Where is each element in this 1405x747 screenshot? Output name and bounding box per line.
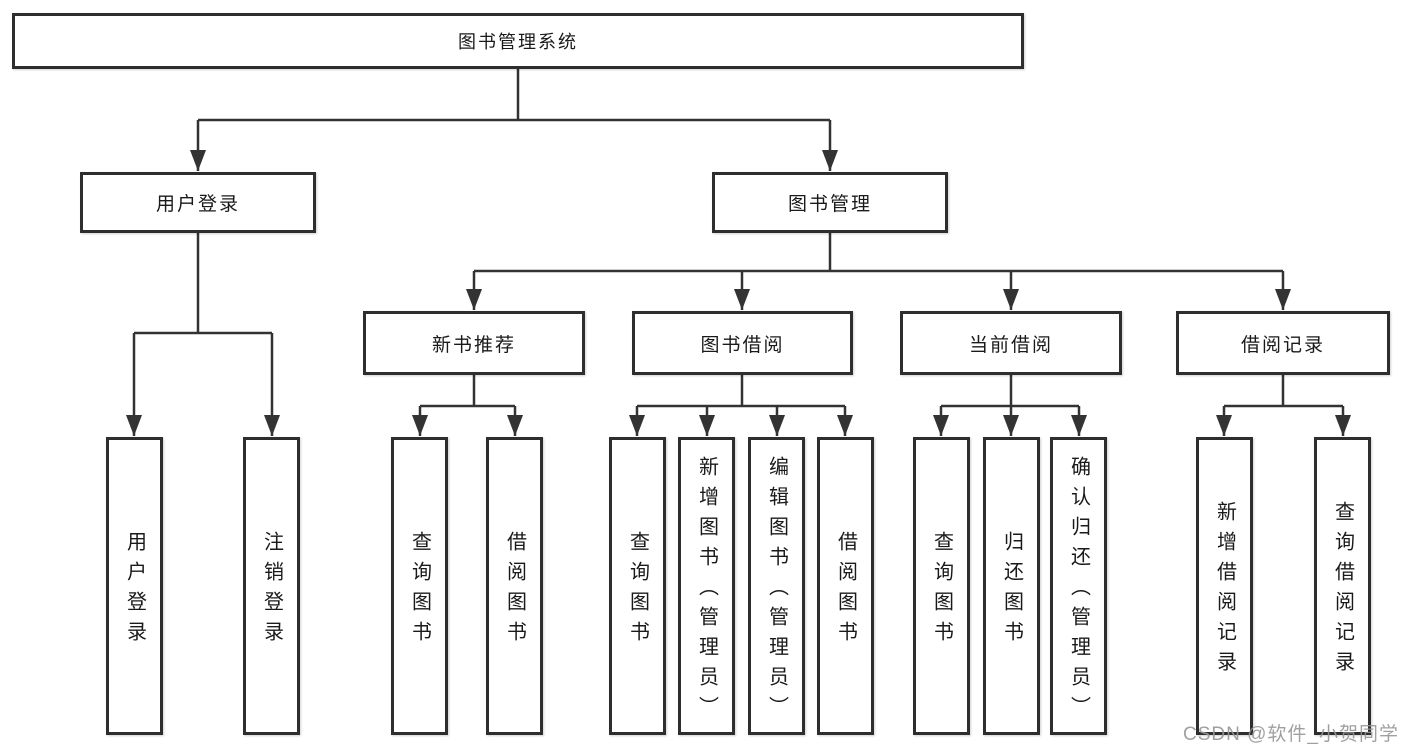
- node-new-book-recommendation: 新书推荐: [363, 311, 585, 375]
- leaf-borrow-books-recommend-label: 借阅图书: [503, 531, 526, 651]
- node-book-management-label: 图书管理: [787, 194, 872, 215]
- leaf-add-borrow-record-label: 新增借阅记录: [1213, 501, 1236, 681]
- leaf-add-books-admin: 新增图书（管理员）: [678, 437, 735, 735]
- leaf-query-books-recommend: 查询图书: [391, 437, 448, 735]
- node-user-login: 用户登录: [80, 172, 316, 233]
- node-borrowing-records: 借阅记录: [1176, 311, 1390, 375]
- leaf-query-books-current: 查询图书: [913, 437, 970, 735]
- leaf-query-books-recommend-label: 查询图书: [408, 531, 431, 651]
- leaf-borrow-books-label: 借阅图书: [834, 531, 857, 651]
- node-current-borrowing-label: 当前借阅: [968, 334, 1053, 356]
- leaf-query-borrow-record: 查询借阅记录: [1314, 437, 1371, 735]
- node-user-login-label: 用户登录: [155, 194, 240, 215]
- leaf-query-borrow-record-label: 查询借阅记录: [1331, 501, 1354, 681]
- node-book-borrowing-label: 图书借阅: [700, 334, 785, 356]
- leaf-query-books-current-label: 查询图书: [930, 531, 953, 651]
- node-current-borrowing: 当前借阅: [900, 311, 1122, 375]
- connector-root-bar: [198, 69, 830, 122]
- leaf-query-books-borrowing: 查询图书: [609, 437, 666, 735]
- node-borrowing-records-label: 借阅记录: [1240, 334, 1325, 356]
- leaf-borrow-books: 借阅图书: [817, 437, 874, 735]
- node-book-management: 图书管理: [712, 172, 948, 233]
- node-book-borrowing: 图书借阅: [632, 311, 853, 375]
- leaf-logout-label: 注销登录: [260, 531, 283, 651]
- leaf-borrow-books-recommend: 借阅图书: [486, 437, 543, 735]
- leaf-return-books-label: 归还图书: [1000, 531, 1023, 651]
- leaf-add-books-admin-label: 新增图书（管理员）: [695, 456, 718, 726]
- leaf-edit-books-admin-label: 编辑图书（管理员）: [765, 456, 788, 726]
- node-root: 图书管理系统: [12, 13, 1024, 69]
- leaf-edit-books-admin: 编辑图书（管理员）: [748, 437, 805, 735]
- leaf-add-borrow-record: 新增借阅记录: [1196, 437, 1253, 735]
- connector-login-bar: [134, 233, 272, 335]
- watermark-text: CSDN @软件_小贺同学: [1183, 724, 1399, 745]
- leaf-logout: 注销登录: [243, 437, 300, 735]
- leaf-confirm-return-admin-label: 确认归还（管理员）: [1067, 456, 1090, 726]
- leaf-return-books: 归还图书: [983, 437, 1040, 735]
- connector-group4-bar: [1224, 375, 1343, 408]
- leaf-confirm-return-admin: 确认归还（管理员）: [1050, 437, 1107, 735]
- node-root-label: 图书管理系统: [458, 32, 578, 52]
- node-new-book-recommendation-label: 新书推荐: [431, 334, 516, 356]
- leaf-query-books-borrowing-label: 查询图书: [626, 531, 649, 651]
- connector-group3-bar: [941, 375, 1079, 408]
- connector-group1-bar: [420, 375, 515, 408]
- connector-group2-bar: [637, 375, 845, 408]
- connector-mgmt-bar: [474, 233, 1283, 273]
- leaf-user-login-label: 用户登录: [123, 531, 146, 651]
- leaf-user-login: 用户登录: [106, 437, 163, 735]
